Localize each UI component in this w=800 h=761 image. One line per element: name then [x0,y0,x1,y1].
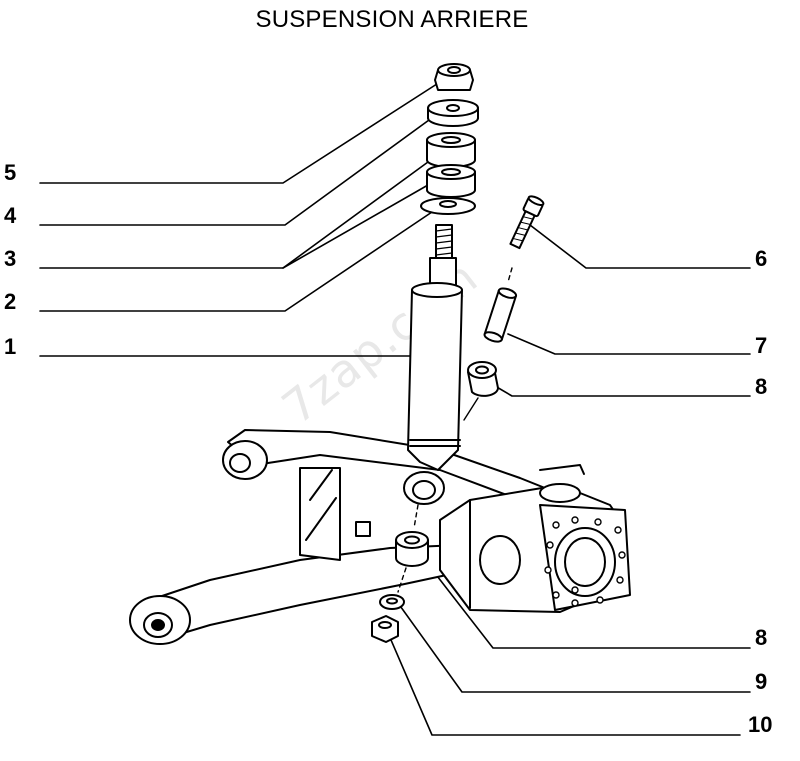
leader-6 [529,224,751,269]
leader-8-lower [419,553,751,649]
leader-3b [282,184,429,269]
diagram-title: SUSPENSION ARRIERE [255,6,529,33]
leader-4 [39,111,441,226]
washer-9 [379,594,405,610]
rubber-bushing-3-upper [426,132,476,168]
sleeve-7 [483,287,518,343]
callout-4: 4 [4,203,17,228]
leader-lines-right [387,224,751,736]
bolt-6 [509,195,545,250]
leader-10 [387,632,741,736]
callout-6: 6 [755,246,768,271]
nut-5 [434,63,474,91]
leader-3a [39,161,429,269]
leader-9 [397,602,751,693]
washer-4 [427,99,479,127]
callout-8-upper: 8 [755,374,768,399]
rubber-bushing-3-lower [426,164,476,198]
leader-5 [39,81,441,184]
leader-8-upper [494,385,751,397]
callout-1: 1 [4,334,17,359]
bushing-8-upper [467,361,499,397]
leader-7 [507,333,751,355]
callout-5: 5 [4,160,17,185]
leader-2 [39,211,433,312]
trailing-arm [129,429,631,645]
leader-lines-left [39,81,441,357]
cup-washer-2 [420,197,476,215]
callout-10: 10 [748,712,773,737]
callout-7: 7 [755,333,768,358]
callout-2: 2 [4,289,17,314]
bushing-8-lower [395,531,429,567]
shock-absorber [403,224,463,505]
callout-8-lower: 8 [755,625,768,650]
nut-10 [371,615,399,643]
callout-3: 3 [4,246,17,271]
callout-9: 9 [755,669,768,694]
